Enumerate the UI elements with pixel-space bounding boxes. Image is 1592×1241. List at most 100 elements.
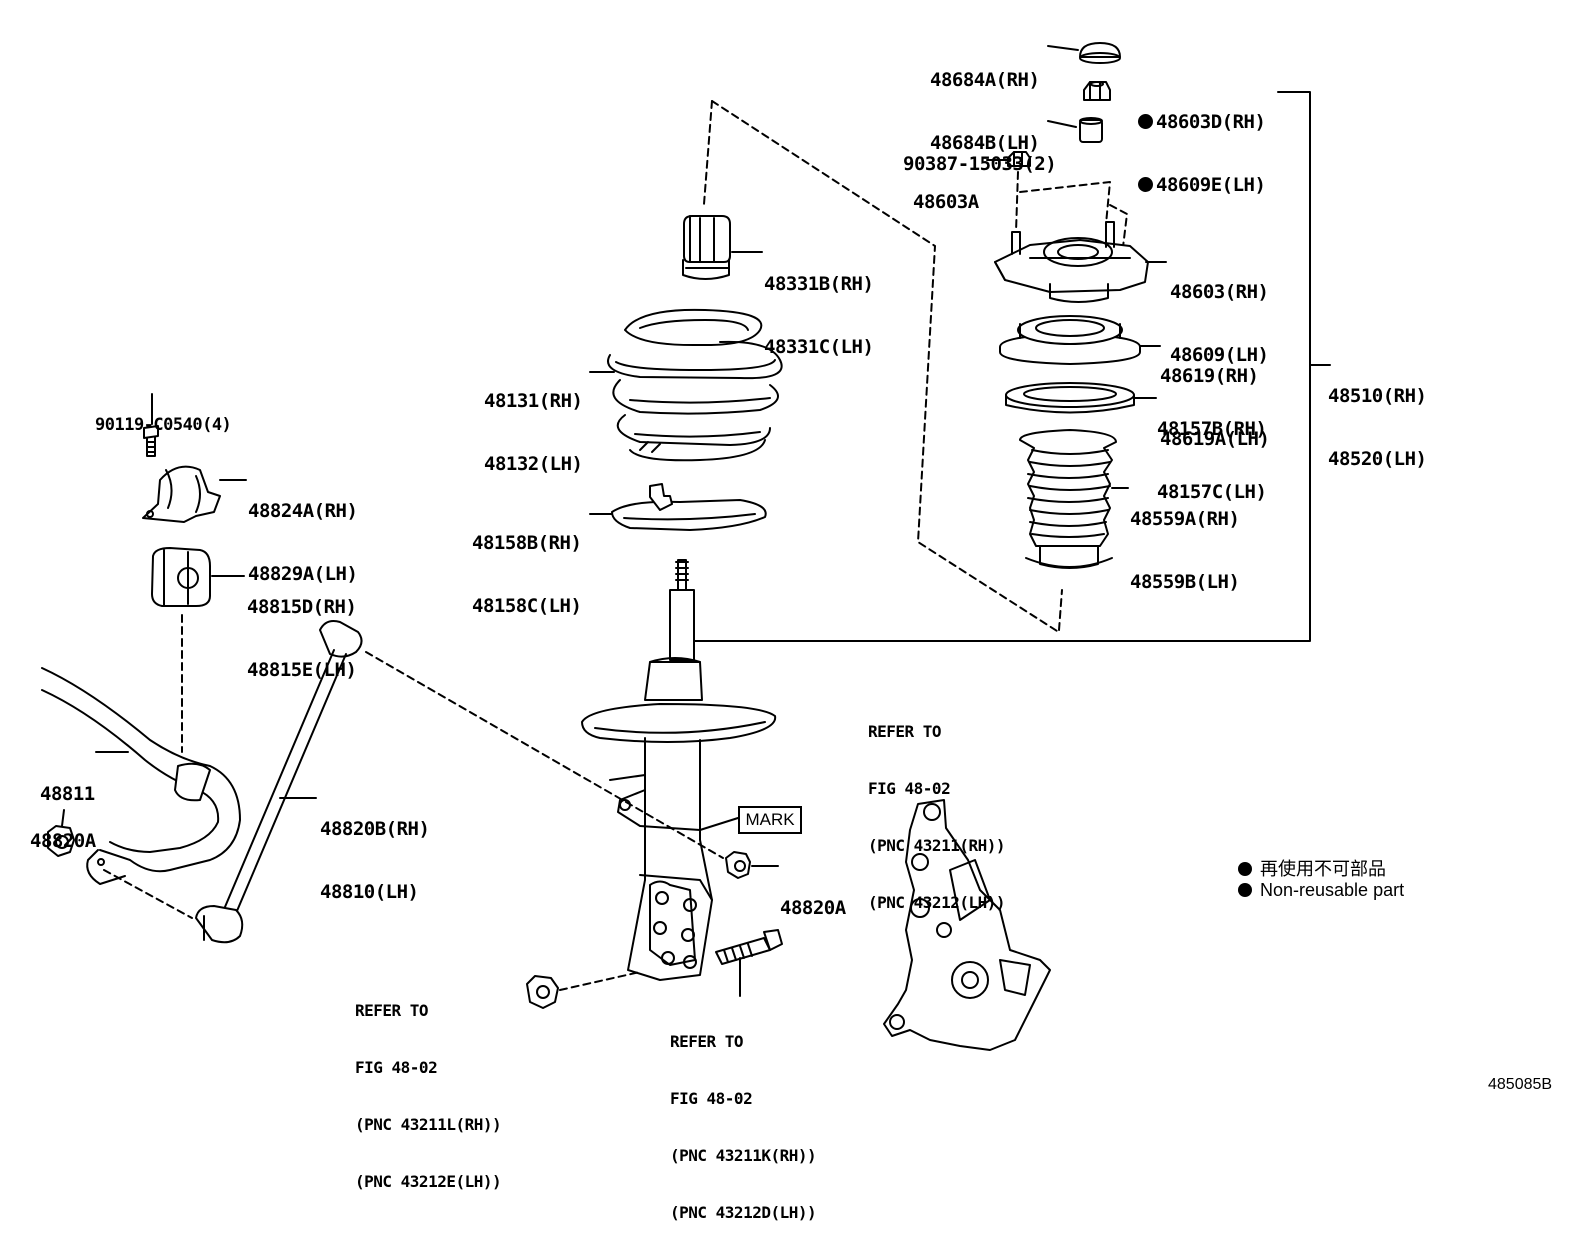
- coil-spring-48131: [607, 308, 783, 462]
- label-line: 48158B(RH): [472, 532, 582, 554]
- label-48559: 48559A(RH) 48559B(LH): [1130, 467, 1240, 614]
- label-48820a-left: 48820A: [30, 789, 96, 873]
- label-line: 48331C(LH): [764, 336, 874, 358]
- label-line: 48684A(RH): [930, 69, 1040, 91]
- ref-line: REFER TO: [868, 722, 942, 741]
- bracket-48824: [142, 465, 221, 523]
- refer-knuckle: REFER TO FIG 48-02 (PNC 43211(RH)) (PNC …: [868, 684, 1006, 931]
- label-48331: 48331B(RH) 48331C(LH): [764, 232, 874, 379]
- dashed-line: [1109, 204, 1128, 248]
- label-line: 48158C(LH): [472, 595, 582, 617]
- label-line: 48559B(LH): [1130, 571, 1240, 593]
- label-line: 48820A: [30, 830, 96, 852]
- figure-code: 485085B: [1488, 1076, 1553, 1093]
- lower-nut: [526, 975, 559, 1009]
- bearing-48619: [999, 315, 1141, 365]
- label-48824: 48824A(RH) 48829A(LH): [248, 459, 358, 606]
- label-48811: 48811: [40, 742, 95, 826]
- label-48815: 48815D(RH) 48815E(LH): [247, 555, 357, 702]
- label-line: 48132(LH): [484, 453, 583, 475]
- label-line: 48331B(RH): [764, 273, 874, 295]
- refer-bolt: REFER TO FIG 48-02 (PNC 43211K(RH)) (PNC…: [670, 994, 817, 1241]
- label-48619: 48619(RH) 48619A(LH): [1160, 324, 1270, 471]
- legend-en: Non-reusable part: [1238, 880, 1404, 901]
- dashed-line: [1058, 589, 1063, 631]
- legend-jp: 再使用不可部品: [1238, 855, 1386, 881]
- label-line: 48815E(LH): [247, 659, 357, 681]
- legend-en-text: Non-reusable part: [1260, 880, 1405, 900]
- label-line: 48619(RH): [1160, 365, 1259, 387]
- lower-insulator-48158: [611, 483, 767, 531]
- label-line: 48829A(LH): [248, 563, 358, 585]
- leader-line: [61, 809, 65, 827]
- ref-line: REFER TO: [355, 1001, 429, 1020]
- label-line: 48603A: [913, 191, 979, 213]
- dashed-line: [559, 971, 641, 991]
- dashed-line: [1015, 171, 1019, 233]
- cap-48684: [1079, 42, 1121, 64]
- label-line: 48603D(RH): [1138, 112, 1266, 133]
- refer-nut: REFER TO FIG 48-02 (PNC 43211L(RH)) (PNC…: [355, 963, 502, 1210]
- label-line: 90387-15033(2): [903, 153, 1057, 175]
- label-90119: 90119-C0540(4): [95, 373, 232, 457]
- label-48820b: 48820B(RH) 48810(LH): [320, 777, 430, 924]
- dashed-line: [703, 100, 713, 205]
- label-line: 48820A: [780, 897, 846, 919]
- dashed-line: [1019, 181, 1111, 225]
- ref-line: (PNC 43212D(LH)): [670, 1203, 817, 1222]
- nonreusable-bullet-icon: [1138, 114, 1153, 129]
- bushing-48815: [151, 547, 211, 607]
- insulator-48157: [1005, 382, 1135, 414]
- dust-boot-48559: [1019, 429, 1117, 569]
- label-48131: 48131(RH) 48132(LH): [484, 349, 583, 496]
- label-line: 48520(LH): [1328, 448, 1427, 470]
- nut-48820a-right: [725, 851, 751, 879]
- label-48603: 48603(RH) 48609(LH): [1170, 240, 1269, 387]
- label-text: 48609E(LH): [1156, 174, 1266, 196]
- label-line: 48609(LH): [1170, 344, 1269, 366]
- bump-stopper-48331: [682, 215, 731, 280]
- ref-line: (PNC 43211K(RH)): [670, 1146, 817, 1165]
- ref-line: FIG 48-02: [868, 779, 951, 798]
- nonreusable-dot-icon: [1238, 862, 1252, 876]
- label-line: 48157C(LH): [1157, 481, 1267, 503]
- dashed-line: [365, 651, 724, 859]
- label-line: 48684B(LH): [930, 132, 1040, 154]
- label-48684: 48684A(RH) 48684B(LH): [930, 28, 1040, 175]
- leader-line: [1047, 120, 1077, 128]
- label-48603d: 48603D(RH) 48609E(LH): [1138, 70, 1266, 217]
- bolt-90119: [143, 425, 159, 457]
- label-line: 48559A(RH): [1130, 508, 1240, 530]
- nut-48820a-left: [47, 825, 75, 857]
- ref-line: (PNC 43211(RH)): [868, 836, 1006, 855]
- label-48510: 48510(RH) 48520(LH): [1328, 344, 1427, 491]
- label-48820a-right: 48820A: [780, 856, 846, 940]
- label-line: 48824A(RH): [248, 500, 358, 522]
- label-line: 90119-C0540(4): [95, 415, 232, 435]
- assembly-outline: [711, 100, 1058, 632]
- label-48157: 48157B(RH) 48157C(LH): [1157, 377, 1267, 524]
- label-line: 48603(RH): [1170, 281, 1269, 303]
- steering-knuckle: [883, 799, 1051, 1051]
- ref-line: (PNC 43212(LH)): [868, 893, 1006, 912]
- assembly-bracket: [687, 91, 1311, 642]
- ref-line: (PNC 43211L(RH)): [355, 1115, 502, 1134]
- leader-line: [699, 817, 739, 831]
- label-90387: 90387-15033(2): [903, 112, 1057, 196]
- dashed-line: [103, 869, 193, 919]
- label-line: 48131(RH): [484, 390, 583, 412]
- upper-support-48603: [994, 221, 1149, 303]
- stabilizer-link-48820b: [195, 620, 363, 944]
- stabilizer-bar-48811: [41, 667, 241, 885]
- label-48158: 48158B(RH) 48158C(LH): [472, 491, 582, 638]
- nonreusable-bullet-icon: [1138, 177, 1153, 192]
- label-line: 48609E(LH): [1138, 174, 1266, 196]
- bushing-90387: [1079, 117, 1103, 143]
- label-line: 48820B(RH): [320, 818, 430, 840]
- strut-assembly: [581, 559, 777, 981]
- nonreusable-dot-icon: [1238, 883, 1252, 897]
- mark-box: MARK: [738, 806, 802, 834]
- label-line: 48619A(LH): [1160, 428, 1270, 450]
- legend-jp-text: 再使用不可部品: [1260, 859, 1386, 879]
- label-line: 48157B(RH): [1157, 418, 1267, 440]
